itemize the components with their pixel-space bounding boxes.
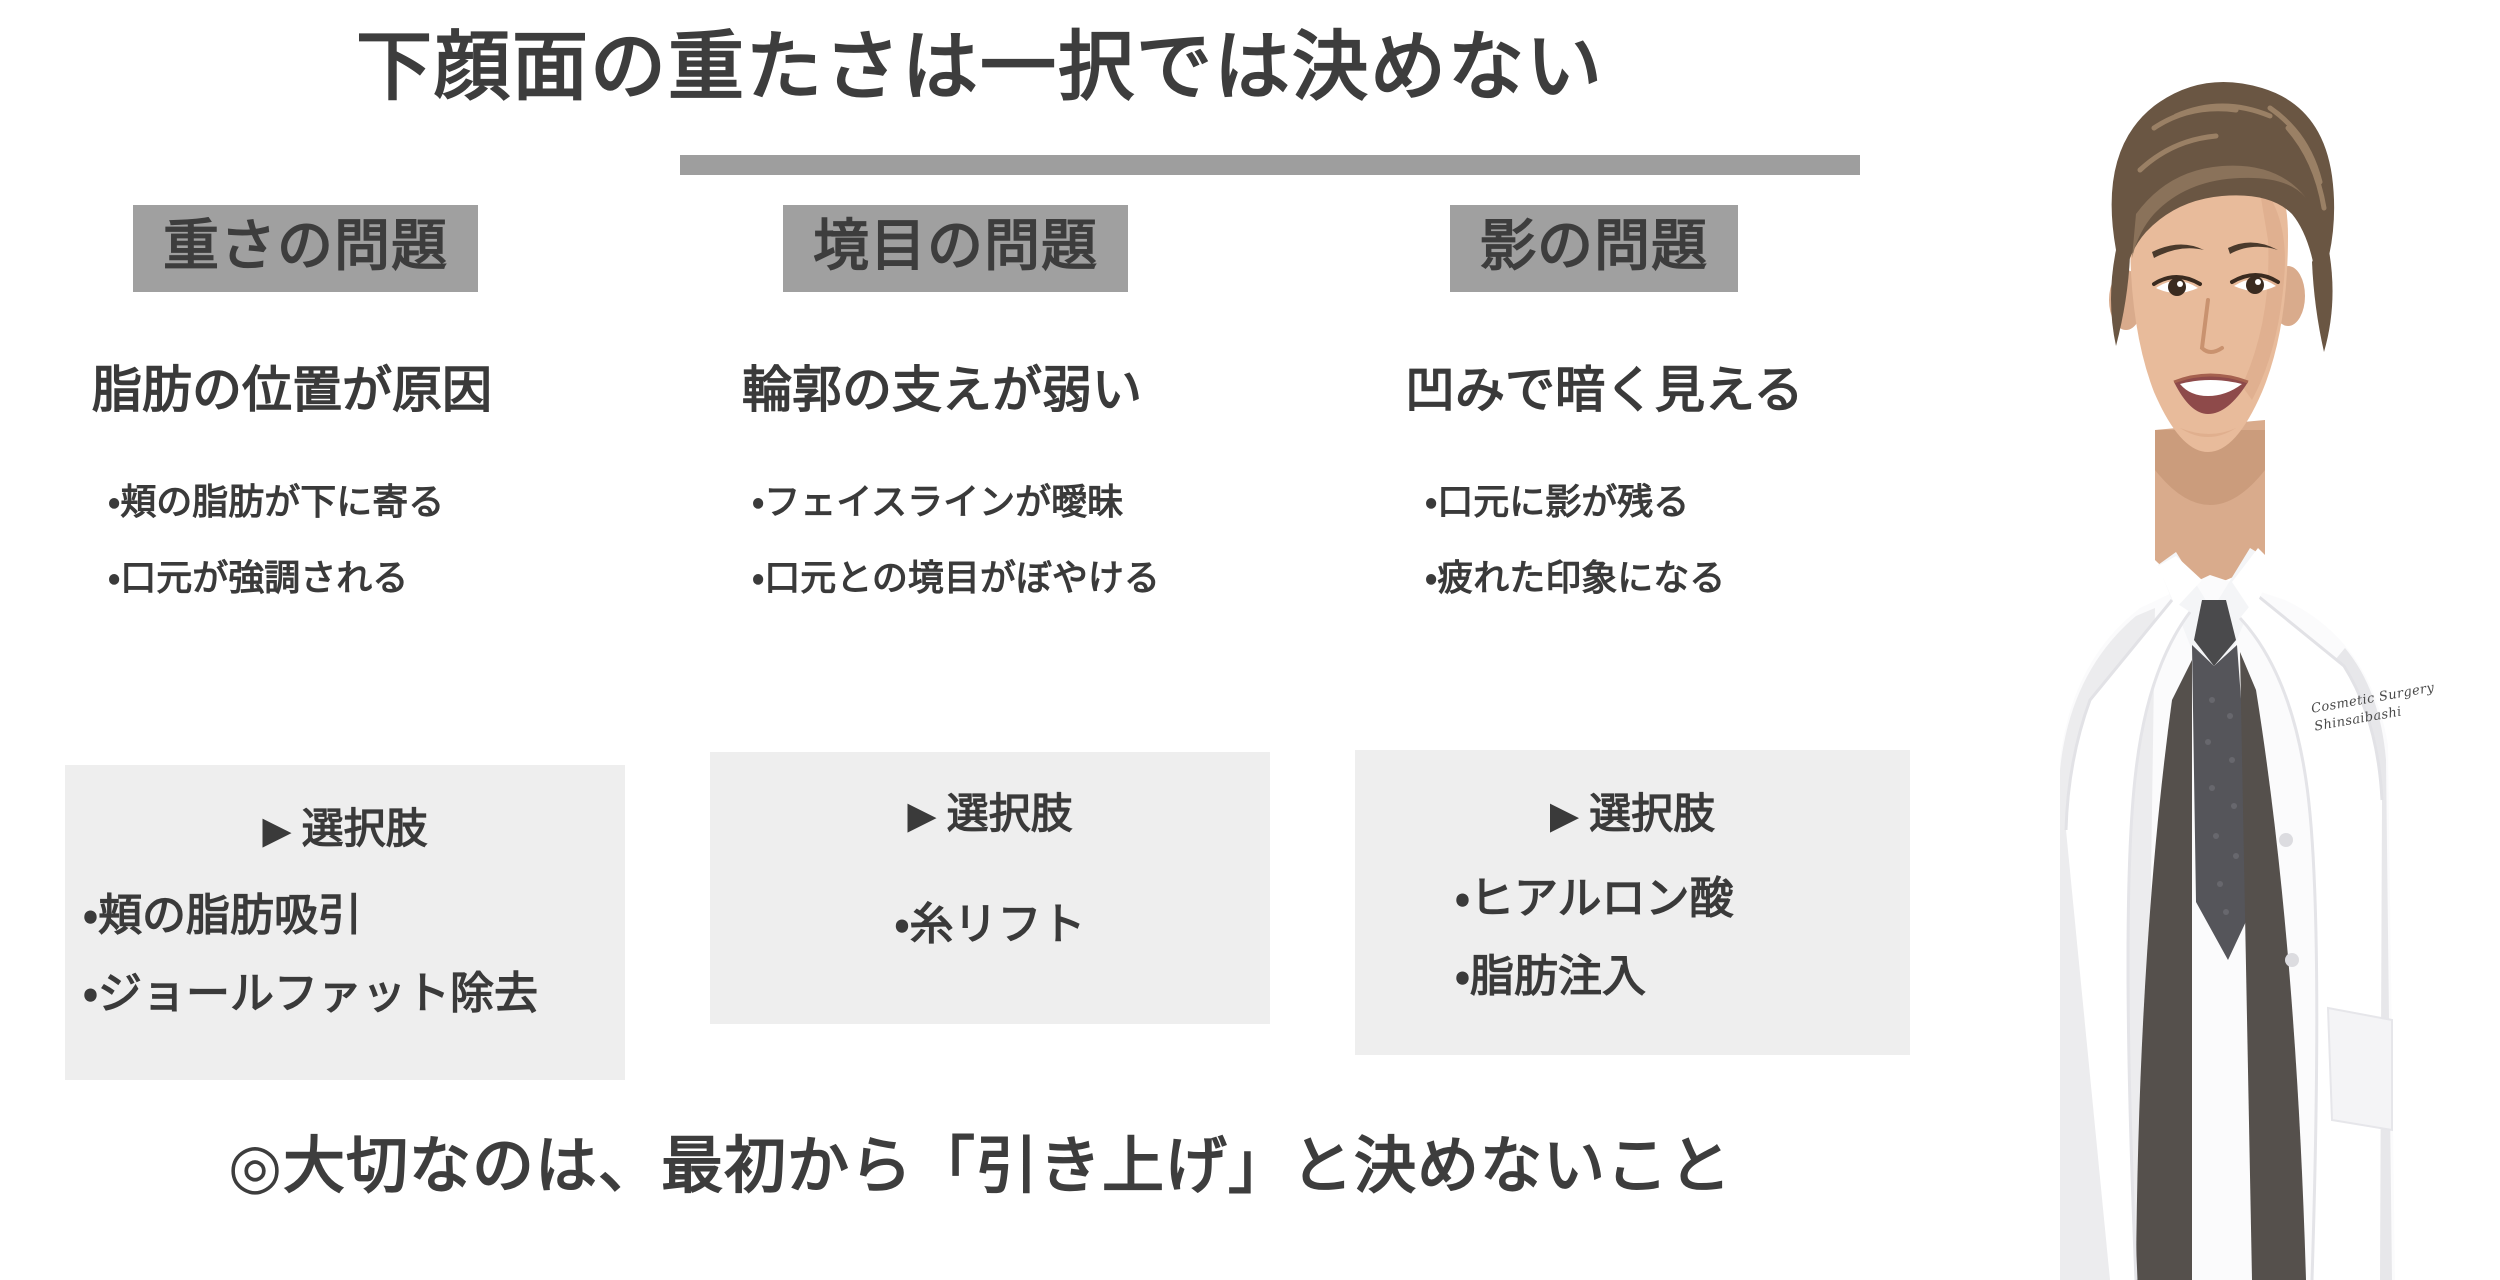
options-title: ▶選択肢 [65, 795, 625, 856]
options-box-weight: ▶選択肢 ・頬の脂肪吸引 ・ジョールファット除去 [65, 765, 625, 1080]
title-underline-bar [680, 155, 1860, 175]
column-bullet-list: ・口元に影が残る ・疲れた印象になる [1320, 480, 1940, 598]
options-list: ・ヒアルロン酸 ・脂肪注入 [1355, 877, 1910, 999]
column-header-chip: 重さの問題 [133, 205, 478, 292]
options-title: ▶選択肢 [1355, 780, 1910, 841]
list-item: ・口元が強調される [108, 556, 409, 598]
list-item: ・脂肪注入 [1455, 952, 1646, 1001]
list-item: ・口元に影が残る [1425, 480, 1690, 522]
options-label: 選択肢 [1589, 790, 1716, 837]
list-item: ・フェイスラインが曖昧 [752, 480, 1124, 522]
list-item: ・疲れた印象になる [1425, 556, 1726, 598]
options-title: ▶選択肢 [710, 780, 1270, 841]
caret-right-icon: ▶ [907, 795, 937, 837]
caret-right-icon: ▶ [1549, 795, 1580, 837]
options-label: 選択肢 [946, 790, 1073, 837]
options-box-shadow: ▶選択肢 ・ヒアルロン酸 ・脂肪注入 [1355, 750, 1910, 1055]
column-border-problem: 境目の問題 輪郭の支えが弱い ・フェイスラインが曖昧 ・口元との境目がぼやける [690, 205, 1290, 636]
column-bullet-list: ・フェイスラインが曖昧 ・口元との境目がぼやける [690, 480, 1290, 598]
options-label: 選択肢 [301, 805, 428, 852]
column-shadow-problem: 影の問題 凹みで暗く見える ・口元に影が残る ・疲れた印象になる [1320, 205, 1940, 636]
list-item: ・ヒアルロン酸 [1455, 874, 1734, 923]
list-item: ・頬の脂肪が下に寄る [108, 480, 445, 522]
doctor-portrait-photo: Cosmetic Surgery Shinsaibashi [1940, 0, 2500, 1280]
list-item: ・糸リフト [894, 900, 1086, 949]
column-weight-problem: 重さの問題 脂肪の位置が原因 ・頬の脂肪が下に寄る ・口元が強調される [40, 205, 660, 636]
page-title: 下顔面の重たさは一択では決めない [356, 25, 1604, 110]
title-block: 下顔面の重たさは一択では決めない [0, 24, 1960, 111]
caret-right-icon: ▶ [262, 810, 292, 852]
list-item: ・頬の脂肪吸引 [83, 891, 362, 940]
list-item: ・ジョールファット除去 [83, 969, 538, 1018]
options-box-border: ▶選択肢 ・糸リフト [710, 752, 1270, 1024]
column-header-chip: 影の問題 [1450, 205, 1738, 292]
portrait-illustration [1940, 0, 2500, 1280]
column-header-chip: 境目の問題 [783, 205, 1128, 292]
column-bullet-list: ・頬の脂肪が下に寄る ・口元が強調される [40, 480, 660, 598]
column-subheading: 脂肪の位置が原因 [92, 361, 492, 418]
columns-container: 重さの問題 脂肪の位置が原因 ・頬の脂肪が下に寄る ・口元が強調される 境目の問… [0, 205, 1960, 1105]
column-subheading: 輪郭の支えが弱い [742, 361, 1142, 418]
column-subheading: 凹みで暗く見える [1405, 361, 1804, 418]
column-header-row: 影の問題 [1320, 205, 1940, 292]
conclusion-text: ◎大切なのは、最初から「引き上げ」と決めないこと [227, 1132, 1733, 1201]
column-header-row: 重さの問題 [40, 205, 660, 292]
column-header-row: 境目の問題 [690, 205, 1290, 292]
options-list: ・糸リフト [710, 903, 1270, 947]
options-list: ・頬の脂肪吸引 ・ジョールファット除去 [65, 894, 625, 1016]
list-item: ・口元との境目がぼやける [752, 556, 1160, 598]
